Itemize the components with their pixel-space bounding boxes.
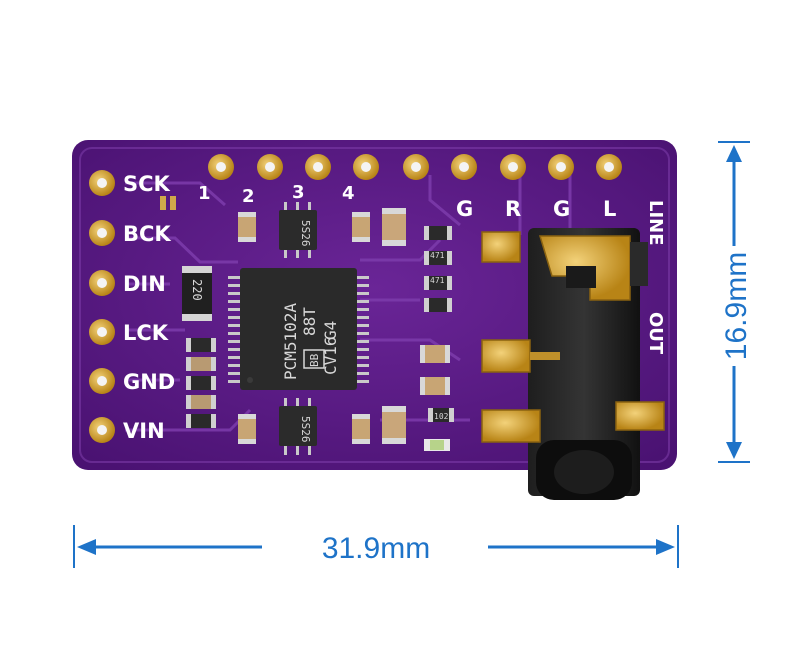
chip-line-3: CV16 [321,336,340,375]
smd-code-1: 471 [430,251,445,260]
pcb-traces [125,175,572,432]
pin-number-3: 3 [292,182,305,203]
pin-letter-g1: G [456,197,473,221]
chip-line-2: 88T [300,307,319,336]
pin-label-sck: SCK [123,172,171,196]
chip-logo: BB [308,353,321,367]
smd-code-3: 102 [434,412,449,421]
smd-code-2: 471 [430,276,445,285]
pin-letter-g2: G [553,197,570,221]
chip-line-4: G4 [321,321,340,340]
resistor-220-text: 220 [190,279,204,301]
small-chip-bottom-text: 5S26 [299,416,312,443]
pin-number-2: 2 [242,186,255,207]
pcm5102a-chip [228,268,369,390]
small-chip-top [279,202,317,258]
pcb-board [72,140,677,470]
pin-number-4: 4 [342,183,355,204]
pin-label-bck: BCK [123,222,171,246]
smd-capacitors [238,208,450,444]
small-chip-top-text: 5S26 [299,220,312,247]
pin-letter-r: R [505,197,521,221]
pin-label-din: DIN [123,272,166,296]
pin-number-1: 1 [198,183,211,204]
smd-resistors-left [186,338,216,428]
height-dimension [718,141,750,463]
width-dimension [73,525,679,568]
height-label: 16.9mm [720,252,753,360]
smd-resistors-right [424,226,454,422]
resistor-220 [182,266,212,321]
left-pin-pads [89,170,115,443]
pin-letter-l: L [603,197,616,221]
status-led [424,439,450,451]
small-chip-bottom [279,398,317,455]
out-label: OUT [645,312,666,355]
audio-jack [481,228,665,500]
top-pin-pads [208,154,622,180]
pin-label-gnd: GND [123,370,175,394]
line-label: LINE [645,200,666,246]
width-label: 31.9mm [322,532,430,565]
pin-label-vin: VIN [123,419,165,443]
chip-line-1: PCM5102A [281,303,300,380]
pin-label-lck: LCK [123,321,169,345]
